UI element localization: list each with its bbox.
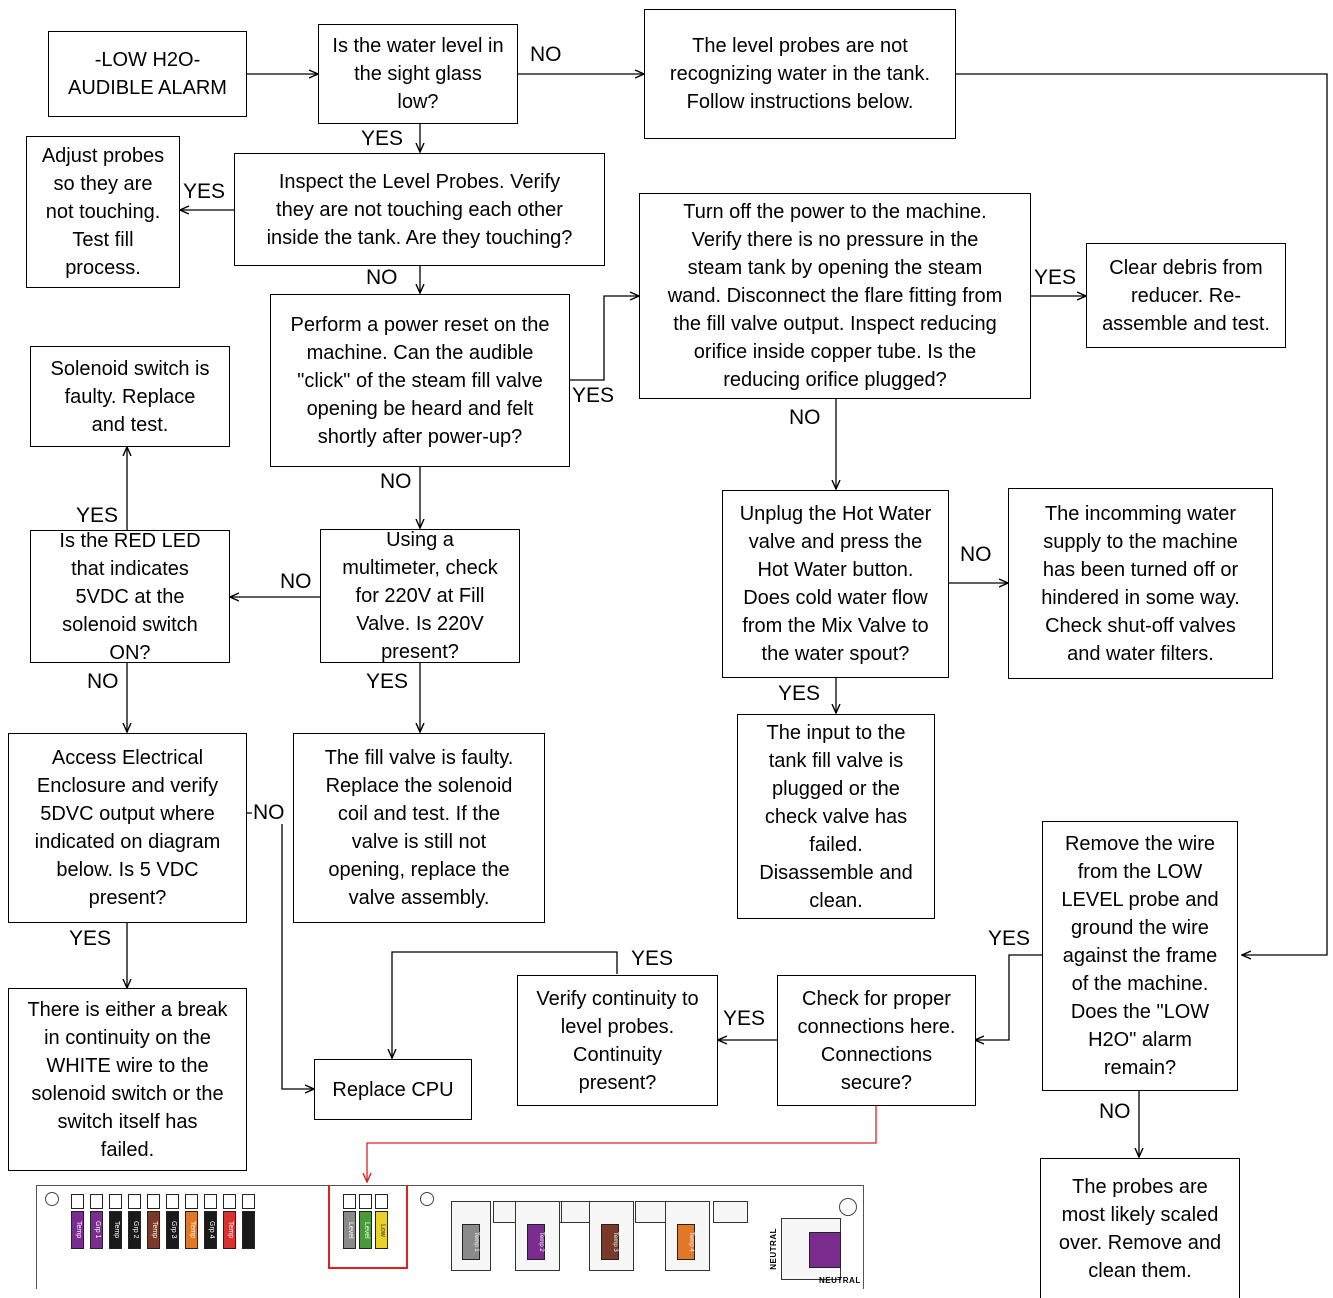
label-reset-yes: YES bbox=[571, 384, 616, 407]
terminal-grp-1: Grp 1 bbox=[90, 1211, 103, 1249]
label-orifice-yes: YES bbox=[1033, 266, 1078, 289]
terminal-cap bbox=[242, 1194, 255, 1209]
label-multimeter-yes: YES bbox=[365, 670, 410, 693]
terminal-cap bbox=[185, 1194, 198, 1209]
terminal-grp-2: Grp 2 bbox=[128, 1211, 141, 1249]
terminal-temp: Temp bbox=[185, 1211, 198, 1249]
terminal-grp-3: Grp 3 bbox=[166, 1211, 179, 1249]
label-touching-no: NO bbox=[365, 266, 399, 289]
neutral-label-vertical: NEUTRAL bbox=[769, 1228, 778, 1270]
terminal-cap bbox=[71, 1194, 84, 1209]
decision-remove-wire: Remove the wire from the LOW LEVEL probe… bbox=[1042, 821, 1238, 1091]
probe-terminal-level: Level bbox=[343, 1211, 356, 1249]
mounting-hole-right bbox=[839, 1198, 857, 1216]
label-reset-no: NO bbox=[379, 470, 413, 493]
label-multimeter-no: NO bbox=[279, 570, 313, 593]
decision-reducing-orifice: Turn off the power to the machine. Verif… bbox=[639, 193, 1031, 399]
clear-debris-box: Clear debris from reducer. Re- assemble … bbox=[1086, 243, 1286, 348]
probe-terminal-low: Low bbox=[375, 1211, 388, 1249]
adjust-probes-box: Adjust probes so they are not touching. … bbox=[26, 136, 180, 288]
terminal-cap bbox=[223, 1194, 236, 1209]
label-connections-yes: YES bbox=[722, 1007, 767, 1030]
terminal-grp-4: Grp 4 bbox=[204, 1211, 217, 1249]
terminal-cap bbox=[147, 1194, 160, 1209]
terminal-temp: Temp bbox=[71, 1211, 84, 1249]
input-plugged-box: The input to the tank fill valve is plug… bbox=[737, 714, 935, 919]
probe-terminal-cap bbox=[359, 1194, 372, 1209]
edge-connections-to-board bbox=[367, 1106, 877, 1182]
decision-multimeter: Using a multimeter, check for 220V at Fi… bbox=[320, 529, 520, 663]
decision-red-led: Is the RED LED that indicates 5VDC at th… bbox=[30, 530, 230, 663]
circuit-board-diagram: Temp Grp 1 Temp Grp 2 Temp Grp 3 Temp Grp 4 Temp… bbox=[36, 1185, 864, 1289]
terminal-blank bbox=[242, 1211, 255, 1249]
neutral-label-horizontal: NEUTRAL bbox=[819, 1276, 861, 1285]
decision-continuity: Verify continuity to level probes. Conti… bbox=[517, 975, 718, 1106]
temp-block-2: Temp 2 bbox=[527, 1224, 545, 1260]
terminal-temp: Temp bbox=[147, 1211, 160, 1249]
label-touching-yes: YES bbox=[182, 180, 227, 203]
label-removewire-yes: YES bbox=[987, 927, 1032, 950]
label-orifice-no: NO bbox=[788, 406, 822, 429]
start-node-low-h2o: -LOW H2O- AUDIBLE ALARM bbox=[48, 31, 247, 117]
white-wire-box: There is either a break in continuity on… bbox=[8, 988, 247, 1171]
decision-electrical-enclosure: Access Electrical Enclosure and verify 5… bbox=[8, 733, 247, 923]
decision-power-reset: Perform a power reset on the machine. Ca… bbox=[270, 294, 570, 467]
probe-terminal-cap bbox=[343, 1194, 356, 1209]
probe-terminal-level: Level bbox=[359, 1211, 372, 1249]
fill-valve-faulty-box: The fill valve is faulty. Replace the so… bbox=[293, 733, 545, 923]
terminal-cap bbox=[204, 1194, 217, 1209]
label-continuity-yes: YES bbox=[630, 947, 675, 970]
temp-block-1: Temp 1 bbox=[462, 1224, 480, 1260]
decision-sight-glass: Is the water level in the sight glass lo… bbox=[318, 24, 518, 124]
label-sight-no: NO bbox=[529, 43, 563, 66]
label-electrical-no: NO bbox=[252, 801, 286, 824]
mounting-hole-left bbox=[45, 1192, 59, 1206]
label-redled-yes: YES bbox=[75, 504, 120, 527]
probes-scaled-box: The probes are most likely scaled over. … bbox=[1040, 1158, 1240, 1298]
probe-terminal-cap bbox=[375, 1194, 388, 1209]
decision-hot-water: Unplug the Hot Water valve and press the… bbox=[722, 490, 949, 678]
edge-removewire-yes bbox=[975, 954, 1042, 1040]
label-sight-yes: YES bbox=[360, 127, 405, 150]
connector-8 bbox=[713, 1201, 748, 1223]
mounting-hole-mid bbox=[420, 1192, 434, 1206]
temp-block-3: Temp 3 bbox=[601, 1224, 619, 1260]
decision-connections: Check for proper connections here. Conne… bbox=[777, 975, 976, 1106]
terminal-temp: Temp bbox=[109, 1211, 122, 1249]
replace-cpu-box: Replace CPU bbox=[314, 1059, 472, 1120]
solenoid-faulty-box: Solenoid switch is faulty. Replace and t… bbox=[30, 346, 230, 447]
edge-continuity-yes bbox=[392, 951, 618, 1058]
neutral-block bbox=[809, 1232, 841, 1268]
decision-probes-touching: Inspect the Level Probes. Verify they ar… bbox=[234, 153, 605, 266]
label-redled-no: NO bbox=[86, 670, 120, 693]
temp-block-4: Temp 4 bbox=[677, 1224, 695, 1260]
label-removewire-no: NO bbox=[1098, 1100, 1132, 1123]
terminal-cap bbox=[166, 1194, 179, 1209]
terminal-temp: Temp bbox=[223, 1211, 236, 1249]
terminal-cap bbox=[128, 1194, 141, 1209]
label-hotwater-yes: YES bbox=[777, 682, 822, 705]
edge-probes-right-down bbox=[956, 73, 1328, 955]
terminal-cap bbox=[109, 1194, 122, 1209]
terminal-cap bbox=[90, 1194, 103, 1209]
probe-highlight-box bbox=[328, 1186, 408, 1269]
label-electrical-yes: YES bbox=[68, 927, 113, 950]
water-supply-box: The incomming water supply to the machin… bbox=[1008, 488, 1273, 679]
probes-not-recognizing-box: The level probes are not recognizing wat… bbox=[644, 9, 956, 139]
label-hotwater-no: NO bbox=[959, 543, 993, 566]
edge-reset-yes bbox=[570, 296, 639, 381]
